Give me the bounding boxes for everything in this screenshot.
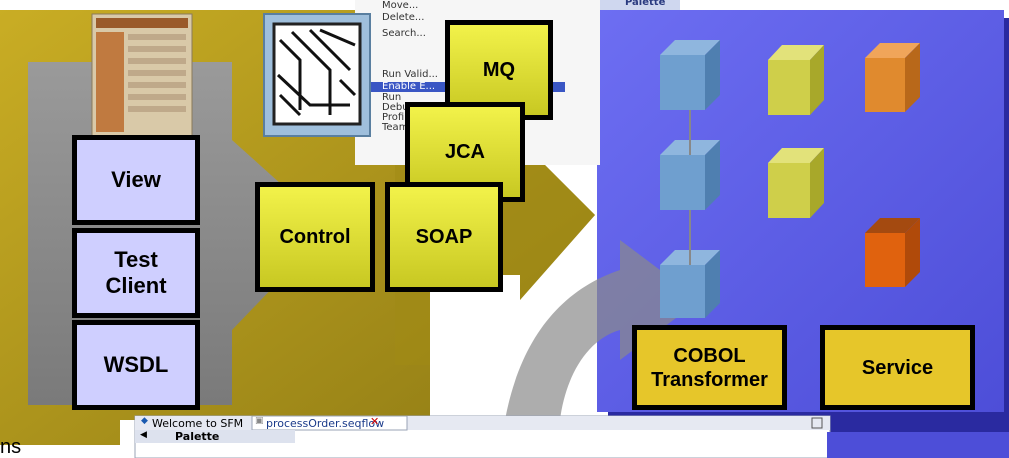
tab-welcome[interactable]: Welcome to SFM (152, 417, 244, 430)
close-tab-icon[interactable]: ✕ (370, 415, 380, 428)
cube-orange (865, 43, 920, 112)
thumb-line (128, 94, 186, 100)
control-box: Control (255, 182, 375, 292)
cube-red (865, 218, 920, 287)
seqflow-file-icon: ▣ (255, 416, 264, 426)
palette-header-strip (600, 0, 680, 10)
palette-collapse-icon[interactable]: ◀ (140, 430, 147, 440)
welcome-tab-icon: ◆ (141, 416, 148, 426)
thumb-line (128, 34, 186, 40)
context-menu-item-selected[interactable]: Enable E... (382, 81, 436, 92)
context-menu-item[interactable]: Search... (382, 28, 426, 39)
cubes (660, 40, 920, 318)
cube-blue-2 (660, 140, 720, 210)
thumb-line (128, 46, 186, 52)
circuit-traces (276, 28, 357, 117)
test-client-box: Test Client (72, 228, 200, 318)
backend-panel-bottom (827, 432, 1009, 458)
cube-blue-1 (660, 40, 720, 110)
cobol-transformer-box: COBOL Transformer (632, 325, 787, 410)
wsdl-box: WSDL (72, 320, 200, 410)
thumb-line (128, 106, 186, 112)
thumb-line (128, 70, 186, 76)
active-tab-bg (251, 415, 408, 431)
soap-box: SOAP (385, 182, 503, 292)
view-box: View (72, 135, 200, 225)
context-menu-item[interactable]: Run Valid... (382, 69, 438, 80)
palette-label: Palette (175, 430, 220, 443)
palette-title: Palette (625, 0, 666, 8)
thumb-image (96, 32, 124, 132)
context-menu-item[interactable]: Debug (382, 102, 415, 113)
tab-process-order[interactable]: processOrder.seqflow (266, 417, 385, 430)
context-menu-item[interactable]: Profile (382, 112, 414, 123)
service-box: Service (820, 325, 975, 410)
truncated-label: ns (0, 436, 22, 458)
return-arrow (505, 240, 700, 420)
context-menu-item[interactable]: Move... (382, 0, 419, 11)
cube-blue-3 (660, 250, 720, 318)
cube-yellow-1 (768, 45, 824, 115)
thumb-line (128, 58, 186, 64)
palette-bar (135, 430, 295, 443)
context-menu-item[interactable]: Run (382, 92, 402, 103)
context-menu-item[interactable]: Delete... (382, 12, 425, 23)
thumb-line (128, 82, 186, 88)
cube-yellow-2 (768, 148, 824, 218)
maximize-icon[interactable] (811, 417, 823, 429)
context-menu-item[interactable]: Team (382, 122, 409, 133)
thumb-header (96, 18, 188, 28)
